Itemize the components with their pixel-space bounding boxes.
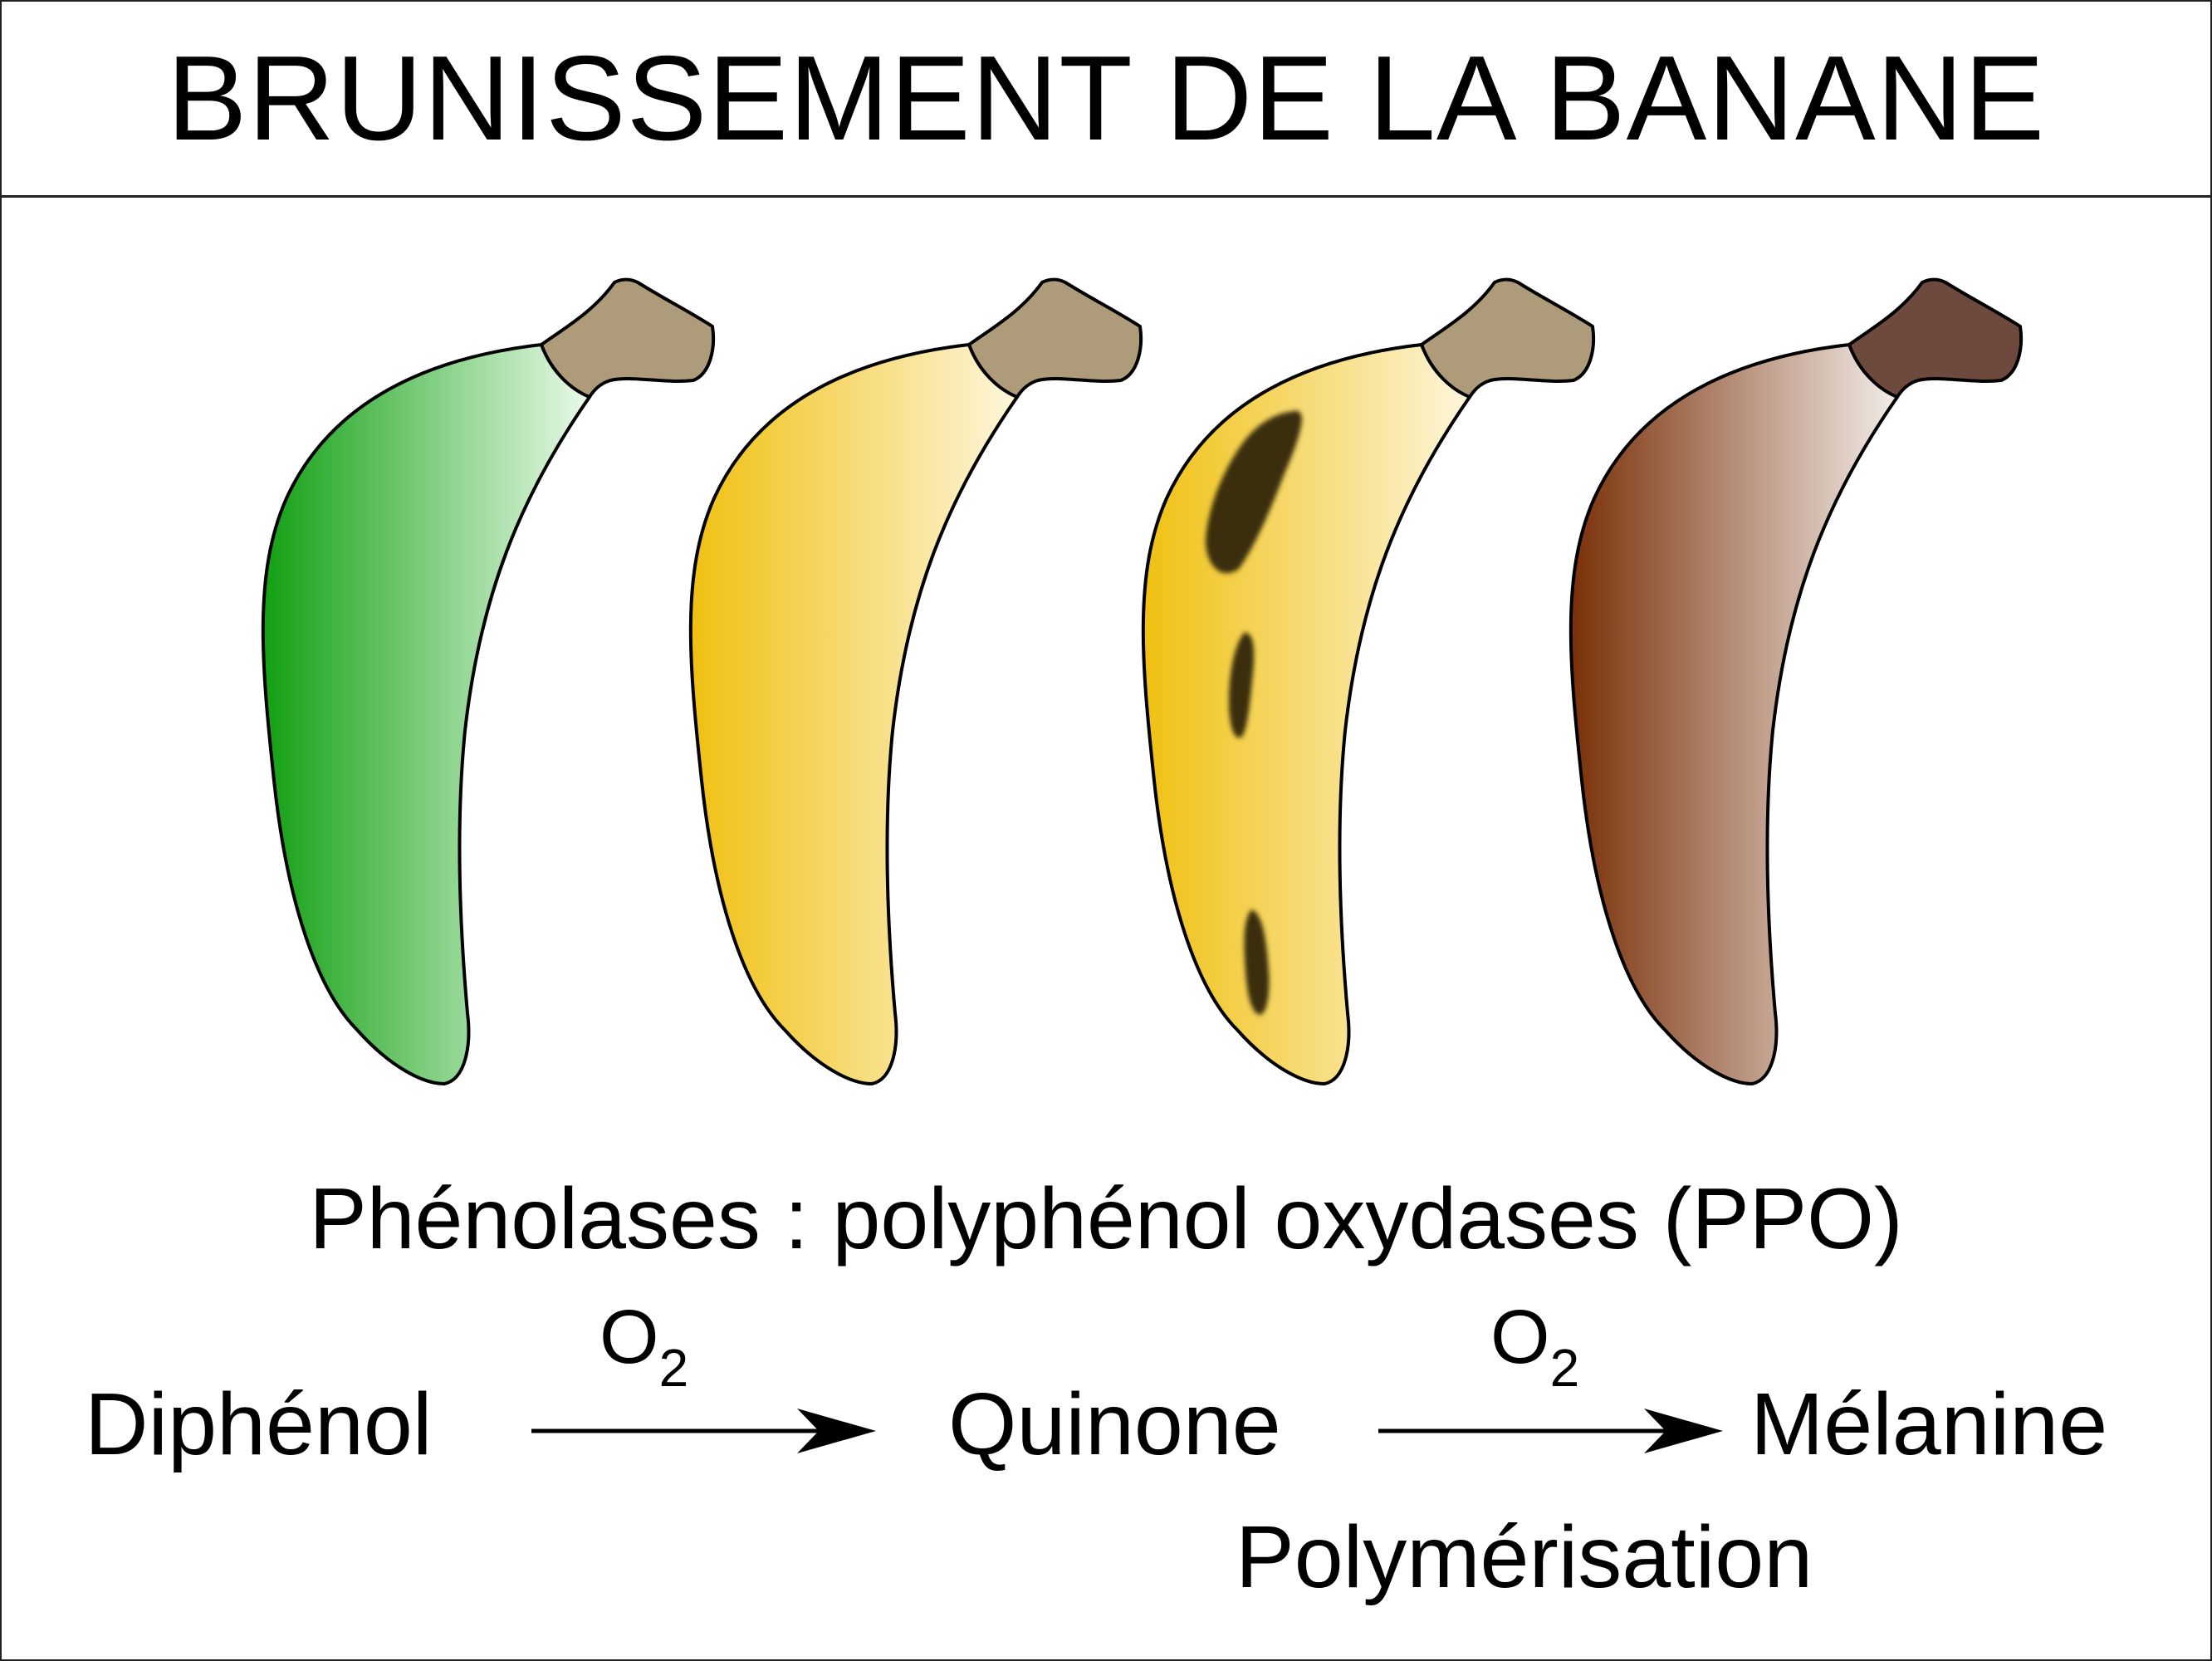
banana-spotted [1141,277,1596,1085]
banana-green [261,277,716,1085]
dark-spot [1229,632,1255,738]
dark-spot [1206,410,1302,574]
oxygen-symbol: O [1490,1295,1550,1379]
enzyme-label: Phénolases : polyphénol oxydases (PPO) [309,1171,1903,1267]
oxygen-symbol: O [599,1295,659,1379]
oxygen-label: O2 [1490,1295,1579,1398]
reaction-arrow [531,1409,876,1453]
banana-stem [540,277,716,399]
oxygen-subscript: 2 [658,1338,689,1398]
quinone-label: Quinone [948,1375,1281,1473]
polymerisation-label: Polymérisation [1236,1508,1813,1606]
title-bar: BRUNISSEMENT DE LA BANANE [0,0,2212,198]
oxygen-subscript: 2 [1549,1338,1580,1398]
diagram-title: BRUNISSEMENT DE LA BANANE [166,31,2046,165]
banana-stem [967,277,1143,399]
reaction-arrow [1378,1409,1723,1453]
banana-yellow [688,277,1143,1085]
banana-brown [1568,277,2024,1085]
oxygen-label: O2 [599,1295,688,1398]
melanine-label: Mélanine [1750,1375,2108,1473]
banana-stem [1847,277,2024,399]
banana-stem [1420,277,1596,399]
diphenol-label: Diphénol [85,1375,433,1473]
dark-spot [1244,909,1270,1015]
